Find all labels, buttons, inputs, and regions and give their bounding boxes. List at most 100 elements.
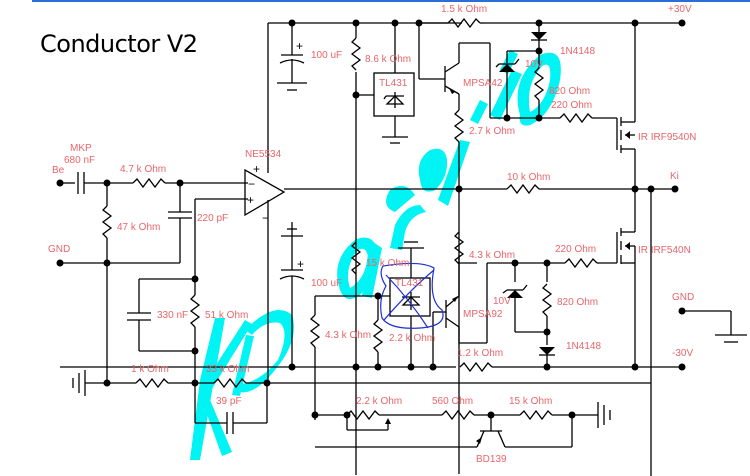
tl431-top xyxy=(373,72,415,117)
svg-text:−: − xyxy=(248,177,255,191)
svg-text:+: + xyxy=(296,39,303,53)
resistor-51k xyxy=(190,294,200,328)
resistor-4k3-left xyxy=(310,314,320,348)
label-mosfet-bot: IR IRF540N xyxy=(638,245,691,256)
svg-text:+: + xyxy=(297,257,304,271)
label-pot-2k2: 2.2 k Ohm xyxy=(356,396,402,407)
svg-text:+: + xyxy=(247,193,254,207)
label-r-220-top: 220 Ohm xyxy=(551,100,592,111)
label-plus30v: +30V xyxy=(668,4,692,15)
resistor-820-top xyxy=(534,67,544,101)
label-r-1k2: 1.2 k Ohm xyxy=(457,348,503,359)
label-c-220pf: 220 pF xyxy=(197,213,228,224)
terminal-gnd-left[interactable] xyxy=(56,259,64,267)
resistor-1k5 xyxy=(447,18,485,28)
label-c-39: 39 pF xyxy=(216,396,242,407)
mosfet-irf9540n xyxy=(625,131,630,139)
label-r-1k5: 1.5 k Ohm xyxy=(441,4,487,15)
label-z-bot: 10V xyxy=(493,296,511,307)
capacitor-100uf-bot-polarity: + xyxy=(287,228,304,271)
resistor-560 xyxy=(441,410,475,420)
label-z-top: 10V xyxy=(525,59,543,70)
zener-10v-bottom xyxy=(502,284,528,298)
terminal-output[interactable] xyxy=(671,185,679,193)
tl431-bottom-scribble xyxy=(380,262,444,329)
diode-1n4148-bottom xyxy=(539,347,555,356)
resistor-10k xyxy=(506,184,540,194)
resistor-8k6 xyxy=(351,37,361,71)
label-r-220-bot: 220 Ohm xyxy=(555,244,596,255)
label-r-15k-mid: 15 k Ohm xyxy=(366,258,409,269)
label-c-bot: 100 uF xyxy=(311,278,342,289)
label-r-shunt: 47 k Ohm xyxy=(117,222,160,233)
label-r-33k: 33 k Ohm xyxy=(206,364,249,375)
svg-text:+: + xyxy=(253,162,260,176)
resistor-4k7 xyxy=(132,178,166,188)
label-r-2k2-mid: 2.2 k Ohm xyxy=(389,333,435,344)
label-c-330: 330 nF xyxy=(157,310,188,321)
terminal-plus30v[interactable] xyxy=(678,19,686,27)
transistor-mpsa92 xyxy=(452,296,458,302)
label-d-top: 1N4148 xyxy=(560,46,595,57)
label-r-4k3-right: 4.3 k Ohm xyxy=(469,250,515,261)
label-q-top: MPSA42 xyxy=(463,78,503,89)
label-mosfet-top: IR IRF9540N xyxy=(638,132,696,143)
label-r-8k6: 8.6 k Ohm xyxy=(365,54,411,65)
resistor-1k xyxy=(135,378,169,388)
label-minus30v: -30V xyxy=(672,348,693,359)
resistor-2k2-mid xyxy=(373,319,383,353)
capacitor-220pf xyxy=(168,211,192,219)
mosfet-irf540n xyxy=(625,242,630,250)
label-c-in: 680 nF xyxy=(64,155,95,166)
resistor-1k2 xyxy=(459,362,493,372)
label-c-top: 100 uF xyxy=(311,50,342,61)
capacitor-330nf xyxy=(127,312,151,321)
label-gnd-left: GND xyxy=(48,244,70,255)
resistor-15k-bias xyxy=(519,410,553,420)
label-input: Be xyxy=(52,165,65,176)
label-gnd-right: GND xyxy=(672,292,694,303)
label-q-bot: MPSA92 xyxy=(463,309,503,320)
label-r-in: 4.7 k Ohm xyxy=(120,164,166,175)
resistor-220-bot xyxy=(564,258,599,268)
junction-dots xyxy=(103,19,655,419)
transistor-bd139 xyxy=(476,437,482,444)
svg-text:−: − xyxy=(262,211,269,225)
label-r-51k: 51 k Ohm xyxy=(205,310,248,321)
terminal-gnd-right[interactable] xyxy=(678,307,686,315)
label-q-bias: BD139 xyxy=(476,454,507,465)
label-c-in-type: MKP xyxy=(70,143,92,154)
label-r-2k7: 2.7 k Ohm xyxy=(469,126,515,137)
resistor-47k xyxy=(102,205,112,239)
opamp-ne5534: + − + − xyxy=(244,162,286,225)
resistor-220-top xyxy=(559,113,593,123)
top-border-line xyxy=(32,0,750,2)
potentiometer-2k2 xyxy=(346,410,391,424)
zener-10v-top xyxy=(495,58,520,72)
wiring xyxy=(60,22,747,476)
ground-left-symbol xyxy=(72,370,86,396)
label-r-1k: 1 k Ohm xyxy=(131,364,169,375)
label-tl431-top: TL431 xyxy=(379,78,408,89)
resistor-820-bot xyxy=(542,283,552,317)
label-r-560: 560 Ohm xyxy=(432,396,473,407)
terminal-minus30v[interactable] xyxy=(678,363,686,371)
label-r-10k: 10 k Ohm xyxy=(507,172,550,183)
label-tl431-bot: TL431 xyxy=(395,278,424,289)
terminal-input[interactable] xyxy=(56,179,64,187)
label-r-15k-bias: 15 k Ohm xyxy=(509,396,552,407)
label-r-820-bot: 820 Ohm xyxy=(557,297,598,308)
capacitor-100uf-top-polarity: + xyxy=(296,39,303,53)
capacitor-39pf xyxy=(226,412,234,434)
label-d-bot: 1N4148 xyxy=(566,341,601,352)
transistor-mpsa42 xyxy=(449,88,455,94)
capacitor-680nf xyxy=(77,172,85,194)
label-output: Ki xyxy=(670,171,679,182)
ground-bias-symbol xyxy=(597,402,611,428)
schematic-title: Conductor V2 xyxy=(40,30,198,58)
terminals xyxy=(56,19,686,371)
label-r-4k3-left: 4.3 k Ohm xyxy=(325,330,371,341)
label-r-820-top: 820 Ohm xyxy=(549,86,590,97)
diode-1n4148-top xyxy=(531,32,547,41)
